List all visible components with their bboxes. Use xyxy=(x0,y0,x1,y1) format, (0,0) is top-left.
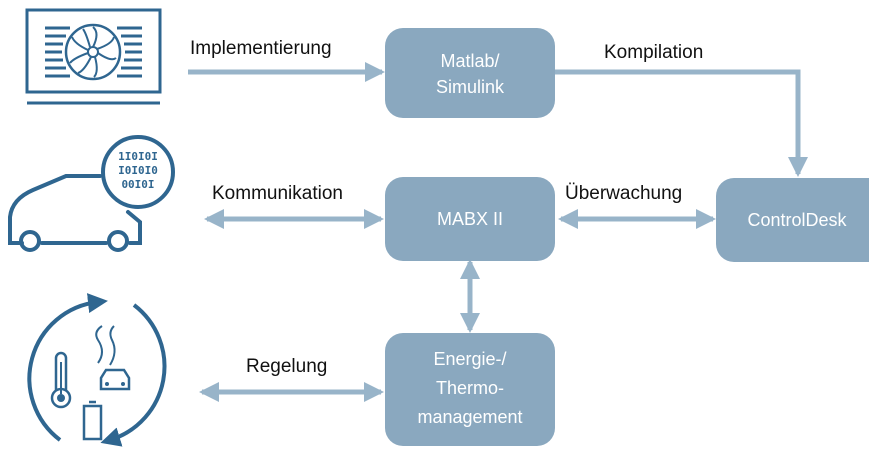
label-regelung: Regelung xyxy=(246,356,327,377)
node-matlab-simulink: Matlab/ Simulink xyxy=(385,28,555,118)
node-controldesk: ControlDesk xyxy=(716,178,869,262)
label-kompilation: Kompilation xyxy=(604,42,703,63)
node-energy-line1: Energie-/ xyxy=(433,349,506,369)
node-energy-thermo: Energie-/ Thermo- management xyxy=(385,333,555,446)
thermal-cycle-icon xyxy=(27,293,167,447)
svg-text:00I0I: 00I0I xyxy=(121,178,154,191)
node-energy-line2: Thermo- xyxy=(436,378,504,398)
svg-text:1I0I0I: 1I0I0I xyxy=(118,150,158,163)
node-mabx-label: MABX II xyxy=(437,209,503,229)
svg-text:I0I0I0: I0I0I0 xyxy=(118,164,158,177)
car-binary-icon: 1I0I0I I0I0I0 00I0I xyxy=(8,135,175,252)
arrow-kompilation xyxy=(555,69,808,177)
label-ueberwachung: Überwachung xyxy=(565,183,682,204)
label-kommunikation: Kommunikation xyxy=(212,183,343,204)
node-matlab-line1: Matlab/ xyxy=(440,51,499,71)
monitor-fan-icon xyxy=(25,8,162,105)
label-implementierung: Implementierung xyxy=(190,38,332,59)
node-matlab-line2: Simulink xyxy=(436,77,505,97)
node-energy-line3: management xyxy=(417,407,522,427)
node-mabx: MABX II xyxy=(385,177,555,261)
node-controldesk-label: ControlDesk xyxy=(747,210,847,230)
